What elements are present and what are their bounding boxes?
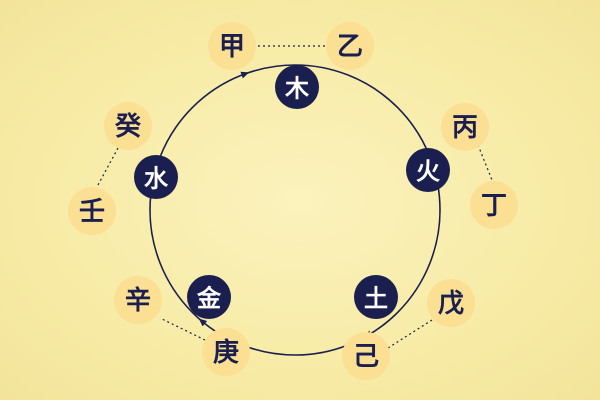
stem-label-bing: 丙 <box>452 113 478 143</box>
stem-node-wu: 戊 <box>427 279 475 327</box>
stem-node-yi: 乙 <box>326 22 374 70</box>
stem-label-jia: 甲 <box>219 32 245 62</box>
element-node-fire: 火 <box>406 148 450 192</box>
connector-bing-ding <box>477 144 493 181</box>
stem-node-ren: 壬 <box>68 187 116 235</box>
element-label-wood: 木 <box>284 74 310 103</box>
generating-cycle-ring <box>149 64 441 356</box>
stem-node-gui: 癸 <box>104 102 152 150</box>
stem-label-ding: 丁 <box>481 191 507 221</box>
element-node-metal: 金 <box>187 275 231 319</box>
stem-node-geng: 庚 <box>202 328 250 376</box>
element-node-earth: 土 <box>354 275 398 319</box>
connector-wu-ji <box>387 319 433 349</box>
element-label-metal: 金 <box>196 284 222 313</box>
connector-ren-gui <box>97 147 119 186</box>
stem-label-wu: 戊 <box>438 289 464 319</box>
element-label-fire: 火 <box>416 157 440 186</box>
stem-label-geng: 庚 <box>213 337 239 368</box>
stem-node-ji: 己 <box>342 332 390 380</box>
cycle-arrow-1 <box>240 71 250 79</box>
cycle-arrow-4 <box>198 318 208 327</box>
stem-label-ji: 己 <box>353 342 379 372</box>
element-node-water: 水 <box>134 155 178 199</box>
stem-label-yi: 乙 <box>337 32 363 62</box>
stem-node-bing: 丙 <box>441 103 489 151</box>
element-node-wood: 木 <box>275 65 319 109</box>
stem-node-xin: 辛 <box>114 276 162 324</box>
stem-pair-connectors <box>97 45 493 349</box>
stem-node-ding: 丁 <box>470 181 518 229</box>
connector-geng-xin <box>159 317 206 341</box>
element-label-water: 水 <box>144 164 169 193</box>
stem-label-xin: 辛 <box>125 285 151 316</box>
stem-node-jia: 甲 <box>208 22 256 70</box>
element-label-earth: 土 <box>364 284 388 313</box>
stem-label-ren: 壬 <box>79 197 105 227</box>
stem-label-gui: 癸 <box>114 111 142 142</box>
